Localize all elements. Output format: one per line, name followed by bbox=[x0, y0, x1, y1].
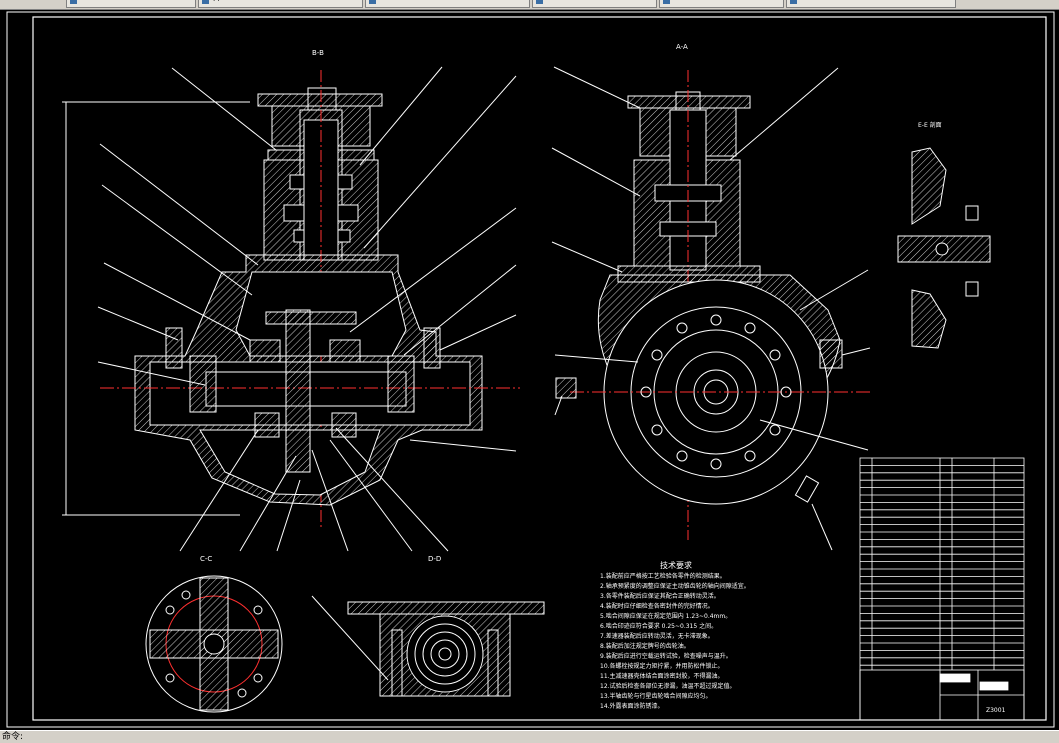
tech-req-line: 11.主减速器壳体结合面涂密封胶，不得漏油。 bbox=[600, 672, 724, 680]
tech-req-line: 7.差速器装配后应转动灵活，无卡滞现象。 bbox=[600, 632, 714, 640]
document-tab[interactable]: · · bbox=[198, 0, 363, 8]
tech-req-line: 5.啮合间隙应保证在规定范围内 1.23~0.4mm。 bbox=[600, 612, 731, 620]
file-icon bbox=[790, 0, 797, 4]
file-icon bbox=[369, 0, 376, 4]
tech-req-line: 13.半轴齿轮与行星齿轮啮合间隙应均匀。 bbox=[600, 692, 712, 700]
tech-req-title: 技术要求 bbox=[660, 560, 692, 570]
document-tab[interactable] bbox=[786, 0, 956, 8]
tech-req-line: 1.装配前应严格按工艺检验各零件的检测结果。 bbox=[600, 572, 726, 580]
section-label-bb: B-B bbox=[312, 49, 324, 57]
bolt-circle bbox=[640, 314, 792, 470]
parts-list-rows bbox=[860, 464, 1024, 666]
technical-requirements: 技术要求 1.装配前应严格按工艺检验各零件的检测结果。 2.轴承预紧度的调整应保… bbox=[600, 560, 750, 710]
section-view-dd: D-D bbox=[311, 555, 545, 697]
document-tab[interactable] bbox=[532, 0, 657, 8]
section-label-aa: A-A bbox=[676, 43, 688, 51]
sheet-outer-border bbox=[6, 11, 1055, 728]
command-prompt: 命令: bbox=[2, 732, 24, 742]
section-view-bb: B-B bbox=[62, 49, 520, 552]
file-icon bbox=[536, 0, 543, 4]
document-tab[interactable] bbox=[659, 0, 784, 8]
tech-req-line: 2.轴承预紧度的调整应保证主动锥齿轮的轴向间隙适宜。 bbox=[600, 582, 750, 590]
drawing-number: Z3001 bbox=[986, 707, 1006, 714]
tech-req-line: 8.装配后加注规定牌号的齿轮油。 bbox=[600, 642, 690, 650]
file-icon bbox=[202, 0, 209, 4]
section-label-dd: D-D bbox=[428, 555, 441, 563]
section-label-cc: C-C bbox=[200, 555, 212, 563]
drawing-sheet: B-B bbox=[6, 11, 1055, 728]
tech-req-line: 3.各零件装配后应保证其配合正确转动灵活。 bbox=[600, 592, 720, 600]
cad-drawing-canvas[interactable]: B-B bbox=[0, 10, 1059, 730]
command-line[interactable]: 命令: bbox=[0, 730, 1059, 742]
file-icon bbox=[70, 0, 77, 4]
tech-req-line: 4.装配时应仔细检查各密封件的完好情况。 bbox=[600, 602, 714, 610]
section-view-ee: E-E 剖面 bbox=[897, 121, 991, 349]
document-tab[interactable] bbox=[66, 0, 196, 8]
sheet-inner-border bbox=[32, 16, 1047, 721]
tech-req-line: 14.外露表面涂防锈漆。 bbox=[600, 702, 664, 710]
tech-req-line: 10.各螺栓按规定力矩拧紧，并用防松件锁止。 bbox=[600, 662, 724, 670]
tech-req-line: 6.啮合印迹应符合要求 0.25~0.315 之间。 bbox=[600, 622, 717, 630]
tech-req-line: 12.试验后检查各部位无渗漏，油温不超过规定值。 bbox=[600, 682, 736, 690]
file-icon bbox=[663, 0, 670, 4]
section-view-aa: A-A bbox=[551, 43, 871, 551]
document-tab[interactable] bbox=[365, 0, 530, 8]
parts-list-table: Z3001 bbox=[859, 457, 1025, 721]
document-tab-bar: · · bbox=[0, 0, 1059, 10]
section-label-ee: E-E 剖面 bbox=[918, 121, 942, 129]
section-view-cc: C-C bbox=[145, 555, 283, 713]
tech-req-line: 9.装配后应进行空载运转试验，检查噪声与温升。 bbox=[600, 652, 732, 660]
